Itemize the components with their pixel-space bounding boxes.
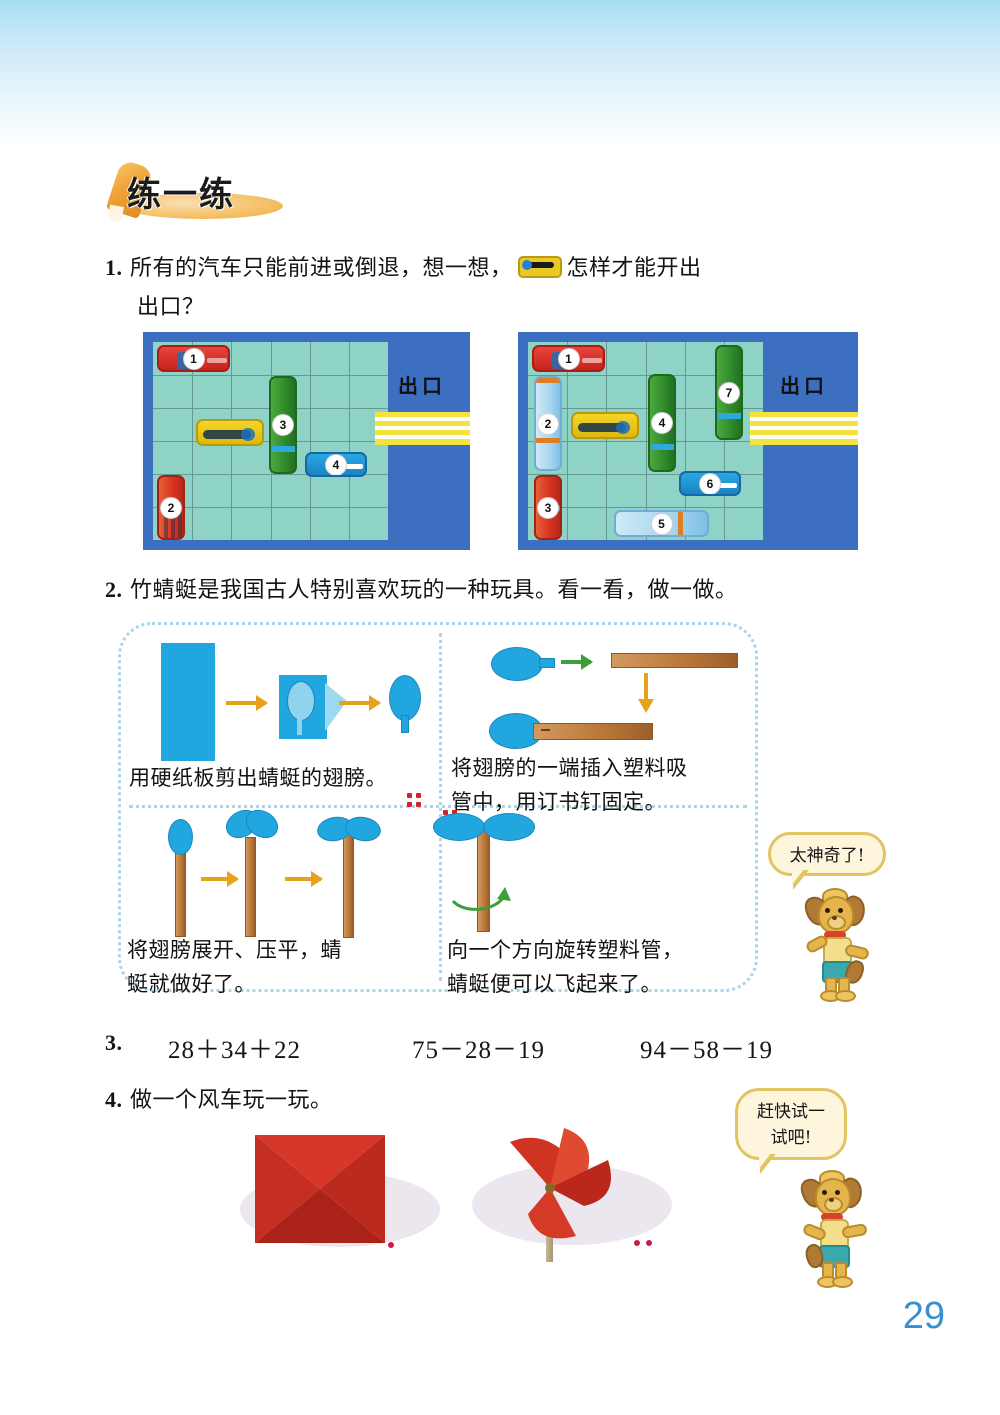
mascot-top-bubble-text: 太神奇了! <box>789 846 865 866</box>
wing-stem-outline <box>297 717 302 735</box>
puzzle-right: 出口 1 2 3 4 <box>518 332 858 550</box>
wing-outline <box>287 681 315 721</box>
car-badge: 2 <box>537 412 559 435</box>
puzzle-right-exit-label: 出口 <box>780 374 828 398</box>
arrow-right-green-icon <box>561 654 593 670</box>
section-title: 练一练 <box>127 175 235 215</box>
question-4-number: 4. <box>105 1087 123 1112</box>
craft-step-4-caption-line2: 蜻蜓便可以飞起来了。 <box>447 972 662 996</box>
header-oval-decoration <box>123 193 283 219</box>
arrow-right-icon <box>201 871 239 887</box>
question-1-number: 1. <box>105 255 123 280</box>
staple-icon <box>541 729 550 731</box>
puzzle-right-car-2[interactable]: 2 <box>534 376 562 471</box>
cut-wing-stem <box>401 715 409 733</box>
car-badge: 3 <box>272 414 294 436</box>
decoration-dot <box>388 1242 394 1248</box>
bubble-tail <box>792 869 809 890</box>
car-badge: 5 <box>650 512 673 535</box>
puzzle-left-exit-label: 出口 <box>398 374 446 398</box>
question-3-number: 3. <box>105 1030 123 1055</box>
wing-final-left <box>433 813 485 841</box>
craft-instruction-box: 用硬纸板剪出蜻蜓的翅膀。 将翅膀的一端插入塑料吸 管中，用订书钉固定。 <box>118 622 758 996</box>
puzzle-right-car-5[interactable]: 5 <box>614 510 709 537</box>
question-3-expression-1: 28＋34＋22 <box>168 1037 302 1064</box>
puzzle-right-car-1[interactable]: 1 <box>532 345 605 372</box>
car-badge: 1 <box>557 347 580 370</box>
puzzle-left-exit-road <box>375 412 470 445</box>
wing-top-stem <box>539 658 555 668</box>
craft-divider-horizontal <box>129 805 747 808</box>
bubble-tail <box>759 1153 776 1174</box>
question-4: 4. 做一个风车玩一玩。 <box>105 1082 333 1114</box>
mascot-bottom-dog <box>795 1170 875 1288</box>
car-badge: 4 <box>651 412 673 434</box>
puzzle-left-car-3[interactable]: 3 <box>269 376 297 474</box>
car-badge: 4 <box>325 454 347 475</box>
craft-step-4-caption-line1: 向一个方向旋转塑料管， <box>447 938 684 962</box>
straw-bottom <box>533 723 653 740</box>
straw-top <box>611 653 738 668</box>
question-3-expression-2: 75－28－19 <box>412 1037 546 1064</box>
cardboard-rectangle <box>161 643 215 761</box>
question-1-text-part1: 所有的汽车只能前进或倒退，想一想， <box>130 256 513 281</box>
puzzle-right-car-7[interactable]: 7 <box>715 345 743 440</box>
page-header-gradient <box>0 0 1000 150</box>
arrow-down-icon <box>638 673 654 713</box>
pinwheel-blades <box>510 1128 611 1239</box>
puzzle-left-car-4[interactable]: 4 <box>305 452 367 477</box>
mascot-top-dog <box>800 888 874 1002</box>
mascot-bottom-bubble-line2: 试吧! <box>770 1128 812 1148</box>
question-2-text: 竹蜻蜓是我国古人特别喜欢玩的一种玩具。看一看，做一做。 <box>130 578 738 603</box>
mascot-top-bubble: 太神奇了! <box>768 832 886 890</box>
puzzle-right-car-3[interactable]: 3 <box>534 475 562 540</box>
straw-stage-1 <box>175 845 186 937</box>
puzzle-right-target-car[interactable] <box>571 412 639 439</box>
wing-top <box>491 647 543 681</box>
pinwheel-toy <box>480 1120 670 1262</box>
question-4-text: 做一个风车玩一玩。 <box>130 1088 333 1113</box>
question-2: 2. 竹蜻蜓是我国古人特别喜欢玩的一种玩具。看一看，做一做。 <box>105 572 738 604</box>
yellow-car-icon <box>517 256 562 278</box>
arrow-right-icon <box>339 695 381 711</box>
craft-step-1-caption: 用硬纸板剪出蜻蜓的翅膀。 <box>129 766 387 790</box>
decoration-dot <box>646 1240 652 1246</box>
craft-step-2-caption-line1: 将翅膀的一端插入塑料吸 <box>451 756 688 780</box>
straw-stage-2 <box>245 837 256 937</box>
mascot-bottom-bubble: 赶快试一 试吧! <box>735 1088 847 1174</box>
puzzle-right-car-6[interactable]: 6 <box>679 471 741 496</box>
section-header: 练一练 <box>105 159 365 225</box>
craft-step-2-caption-line2: 管中，用订书钉固定。 <box>451 790 666 814</box>
car-badge: 2 <box>160 496 182 519</box>
wing-final-right <box>483 813 535 841</box>
page-number: 29 <box>902 1295 945 1337</box>
puzzle-right-car-4[interactable]: 4 <box>648 374 676 472</box>
puzzle-left: 出口 1 2 3 4 <box>143 332 470 550</box>
straw-final <box>477 825 490 932</box>
question-1-text-part2: 怎样才能开出 <box>566 256 702 281</box>
craft-step-3-caption-line1: 将翅膀展开、压平，蜻 <box>127 938 342 962</box>
puzzle-left-car-1[interactable]: 1 <box>157 345 230 372</box>
car-badge: 7 <box>718 381 740 404</box>
arrow-right-icon <box>226 695 268 711</box>
rotation-arrow-icon <box>451 887 511 911</box>
cut-corner <box>325 683 347 731</box>
arrow-right-icon <box>285 871 323 887</box>
straw-stage-3 <box>343 831 354 938</box>
question-3-expression-3: 94－58－19 <box>640 1037 774 1064</box>
craft-step-3-caption-line2: 蜓就做好了。 <box>127 972 256 996</box>
decoration-dot <box>634 1240 640 1246</box>
question-2-number: 2. <box>105 577 123 602</box>
puzzle-left-target-car[interactable] <box>196 419 264 446</box>
mascot-bottom-bubble-line1: 赶快试一 <box>757 1102 825 1122</box>
wing-folded-1 <box>168 819 193 855</box>
puzzle-right-exit-road <box>750 412 858 445</box>
question-1: 1. 所有的汽车只能前进或倒退，想一想， 怎样才能开出 <box>105 248 945 289</box>
puzzle-left-car-2[interactable]: 2 <box>157 475 185 540</box>
folded-paper-square <box>255 1135 385 1243</box>
question-1-line2: 出口？ <box>137 295 205 320</box>
car-badge: 1 <box>182 347 205 370</box>
car-badge: 3 <box>537 496 559 519</box>
car-badge: 6 <box>699 473 721 494</box>
